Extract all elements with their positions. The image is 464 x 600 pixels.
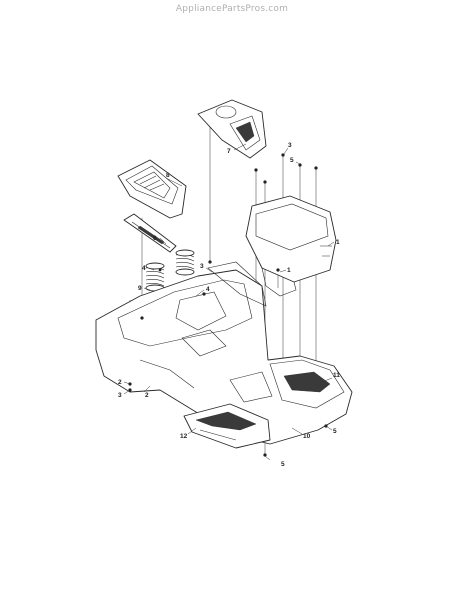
- part-8-pad[interactable]: [117, 159, 187, 219]
- callout-5c: 5: [281, 461, 285, 468]
- callout-5b: 5: [333, 428, 337, 435]
- callout-1: 1: [336, 239, 340, 246]
- callout-12: 12: [180, 433, 188, 440]
- part-1-tank[interactable]: [245, 195, 337, 297]
- callout-4b: 4: [142, 265, 146, 272]
- callout-2b: 2: [145, 392, 149, 399]
- callout-3b: 3: [118, 392, 122, 399]
- hardware-fasteners: [128, 153, 328, 457]
- callout-10: 10: [303, 433, 311, 440]
- callout-labels: 8 6 7 1 1 3 4 4 9 2 3 2 11 10 12 3 5 5 5: [118, 142, 340, 468]
- part-10-fender-body[interactable]: [95, 261, 353, 445]
- callout-2a: 2: [118, 379, 122, 386]
- part-6-rail[interactable]: [123, 213, 177, 253]
- part-9-springs[interactable]: [145, 249, 195, 292]
- callout-1b: 1: [287, 267, 291, 274]
- callout-6: 6: [153, 235, 157, 242]
- callout-4a: 4: [206, 286, 210, 293]
- part-12-step[interactable]: [183, 403, 271, 449]
- callout-8: 8: [166, 172, 170, 179]
- callout-leaders: [123, 143, 335, 461]
- callout-11: 11: [333, 372, 340, 379]
- callout-7: 7: [227, 148, 231, 155]
- callout-5a: 5: [290, 157, 294, 164]
- watermark-text: AppliancePartsPros.com: [175, 4, 289, 14]
- callout-3c: 3: [288, 142, 292, 149]
- callout-3a: 3: [200, 263, 204, 270]
- part-7-cup-holder[interactable]: [197, 99, 267, 159]
- callout-9: 9: [138, 285, 142, 292]
